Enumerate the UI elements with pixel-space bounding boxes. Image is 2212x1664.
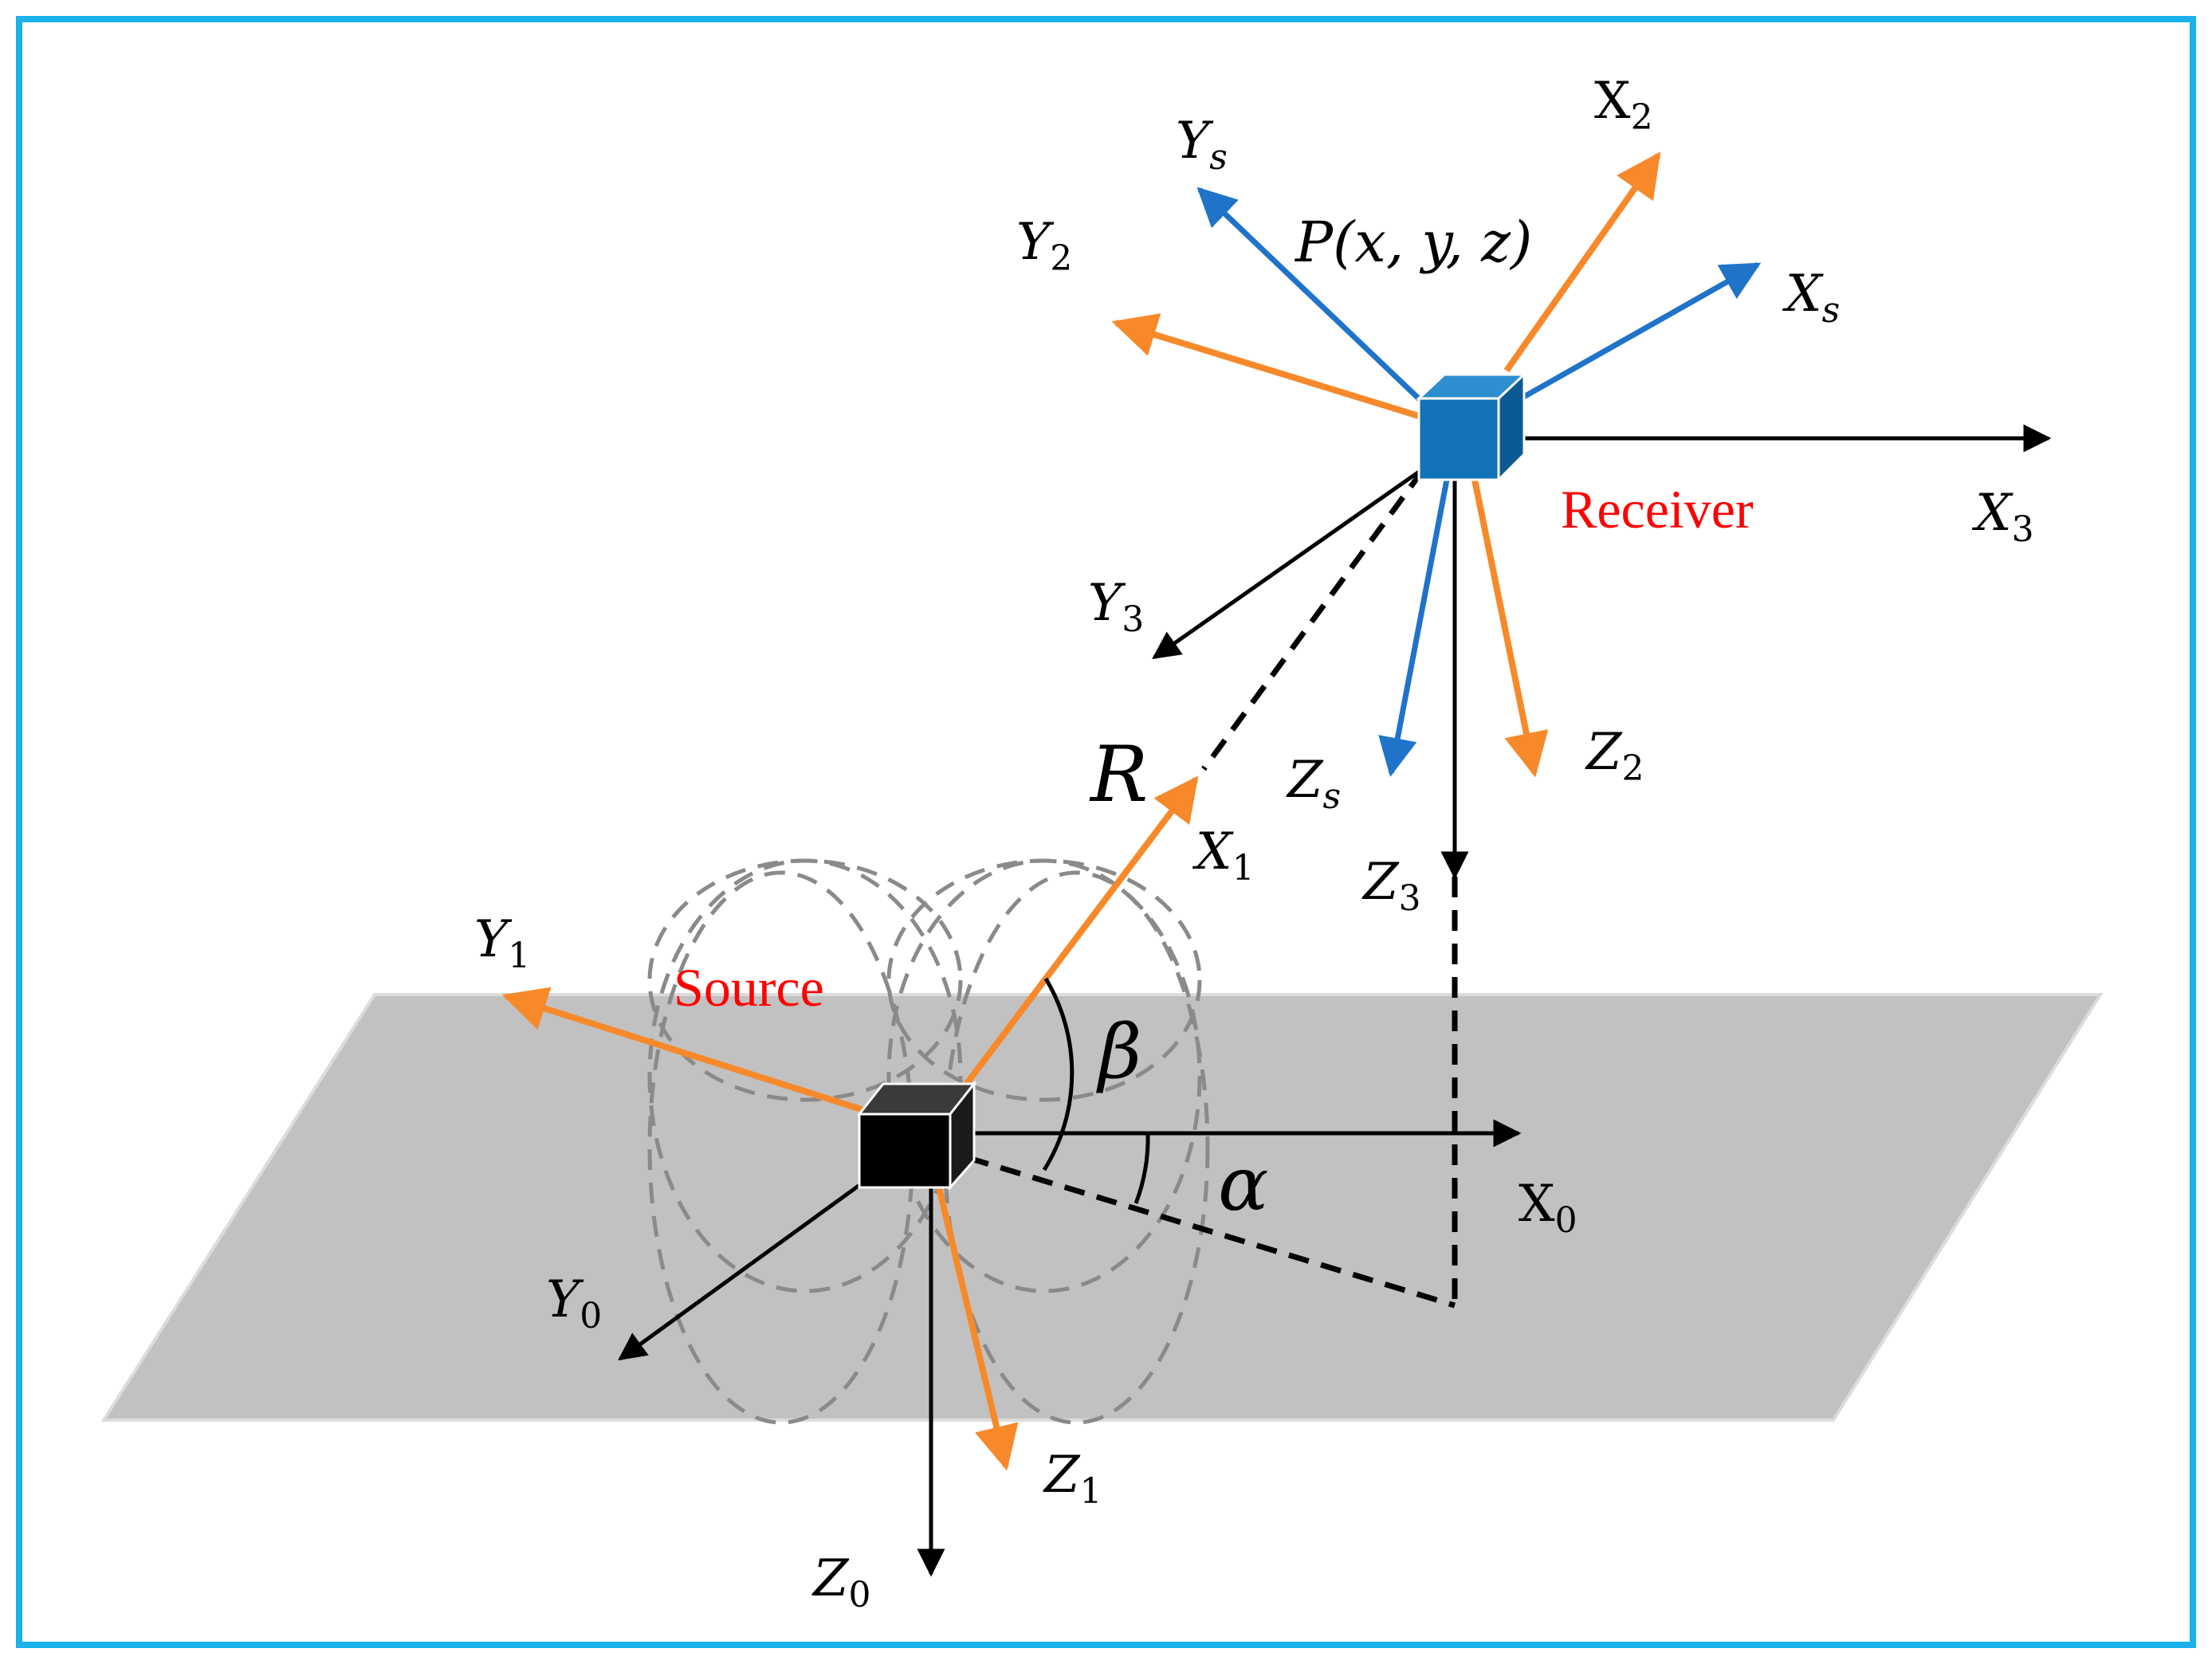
axis-Ys-arrow <box>1196 186 1425 405</box>
axis-Z1-arrow <box>936 1187 1019 1471</box>
R-label: R <box>1089 730 1148 819</box>
receiver-label: Receiver <box>1561 479 1754 540</box>
axis-X0-label: X0 <box>1519 1175 1577 1241</box>
angle-alpha-label: α <box>1218 1141 1268 1228</box>
axis-Y2-arrow <box>1111 313 1420 419</box>
axis-Xs-arrow <box>1519 261 1762 402</box>
angle-alpha-arc <box>1134 1132 1150 1204</box>
axis-Y1-label: Y1 <box>474 910 530 976</box>
source-cube <box>856 1080 977 1191</box>
axis-Y3-arrow <box>1152 469 1420 660</box>
axis-X3-label: X3 <box>1971 484 2034 550</box>
receiver-cube <box>1416 371 1527 483</box>
axis-Y0-arrow <box>618 1177 869 1361</box>
axis-Z0-label: Z0 <box>811 1549 870 1615</box>
R-line-dashed <box>1201 468 1425 771</box>
angle-beta-arc <box>1042 977 1075 1171</box>
axis-Y3-label: Y3 <box>1088 574 1144 640</box>
angle-beta-label: β <box>1096 1009 1141 1096</box>
axis-Y0-label: Y0 <box>546 1270 602 1336</box>
axis-Z1-label: Z1 <box>1043 1446 1102 1512</box>
point-P-label: P(x, y, z) <box>1294 210 1532 275</box>
axis-Z3-label: Z3 <box>1361 853 1420 919</box>
axis-X2-arrow <box>1503 151 1661 373</box>
ground-plane <box>100 993 2104 1422</box>
field-loop-right-outer <box>942 870 1210 1425</box>
axis-Z2-label: Z2 <box>1585 723 1644 789</box>
field-loop-right-middle <box>886 858 1202 1293</box>
axis-Ys-label: Ys <box>1176 112 1228 178</box>
axis-Xs-label: Xs <box>1782 265 1840 331</box>
axis-Y2-label: Y2 <box>1016 213 1072 279</box>
axis-Zs-label: Zs <box>1286 751 1341 817</box>
axis-X1-label: X1 <box>1192 822 1255 889</box>
axis-Z2-arrow <box>1471 479 1549 778</box>
source-label: Source <box>674 957 824 1018</box>
axis-X1-arrow <box>957 775 1199 1094</box>
field-loop-left-middle <box>647 858 963 1293</box>
axis-Y1-arrow <box>501 987 870 1115</box>
projection-ground-dashed <box>967 1155 1456 1309</box>
axis-Zs-arrow <box>1378 479 1450 777</box>
axis-X2-label: X2 <box>1594 72 1653 138</box>
